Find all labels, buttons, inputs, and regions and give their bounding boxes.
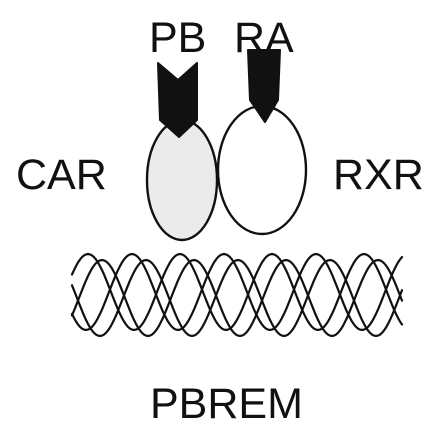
dna-element-label: PBREM [150,380,303,428]
dna-helix [72,254,402,336]
receptor-car-label: CAR [16,151,107,199]
dna-strand-4 [72,260,402,336]
rxr-receptor [218,106,306,234]
receptor-rxr-label: RXR [333,151,424,199]
ligand-pb-label: PB [149,14,206,62]
pb-ligand-shape [158,63,197,137]
car-receptor [147,120,217,240]
